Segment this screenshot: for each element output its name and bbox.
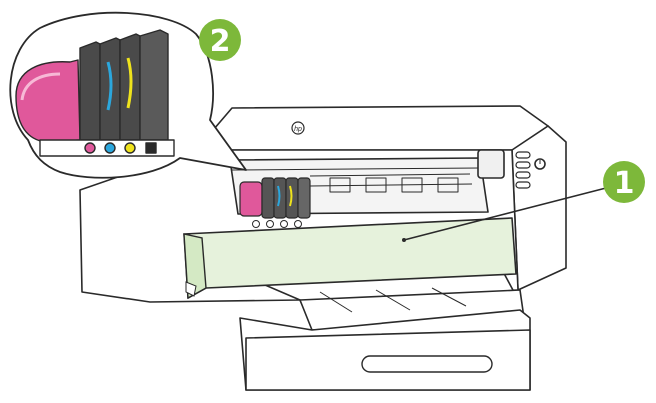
- color-dot-black: [145, 142, 157, 154]
- printer-right-side: [511, 125, 567, 291]
- printer-top-cover: [195, 105, 551, 151]
- input-tray-handle: [361, 355, 493, 373]
- callout-1-leader-line: [403, 187, 607, 241]
- callout-number-1-icon: 1: [603, 161, 645, 203]
- small-cartridge-black-2: [297, 177, 311, 219]
- ink-cartridges-icon: [15, 29, 175, 157]
- hp-logo: hp: [291, 121, 305, 135]
- printer-display-screen: [477, 149, 505, 179]
- printer-slot-line: [231, 167, 481, 171]
- small-cartridge-dots: [252, 220, 302, 228]
- carriage-rail: [309, 173, 473, 193]
- callout-1-leader-dot: [402, 238, 406, 242]
- color-dot-yellow: [124, 142, 136, 154]
- cartridge-magenta: [15, 59, 81, 143]
- color-dot-magenta: [84, 142, 96, 154]
- access-door-clip-icon: [185, 281, 197, 297]
- small-cartridge-black-1: [261, 177, 275, 219]
- cartridge-access-door-edge: [183, 233, 207, 300]
- cartridge-black-1: [79, 41, 101, 141]
- small-cartridge-magenta: [239, 181, 263, 217]
- cartridge-black-2: [139, 29, 169, 141]
- output-tray-ridges: [319, 287, 467, 313]
- callout-number-2-icon: 2: [199, 19, 241, 61]
- ink-cartridges-in-printer: [239, 177, 311, 228]
- hp-logo-text: hp: [294, 126, 302, 133]
- callout-2-label: 2: [210, 24, 231, 59]
- color-dot-cyan: [104, 142, 116, 154]
- callout-1-label: 1: [614, 166, 635, 201]
- printer-control-buttons: [515, 151, 531, 189]
